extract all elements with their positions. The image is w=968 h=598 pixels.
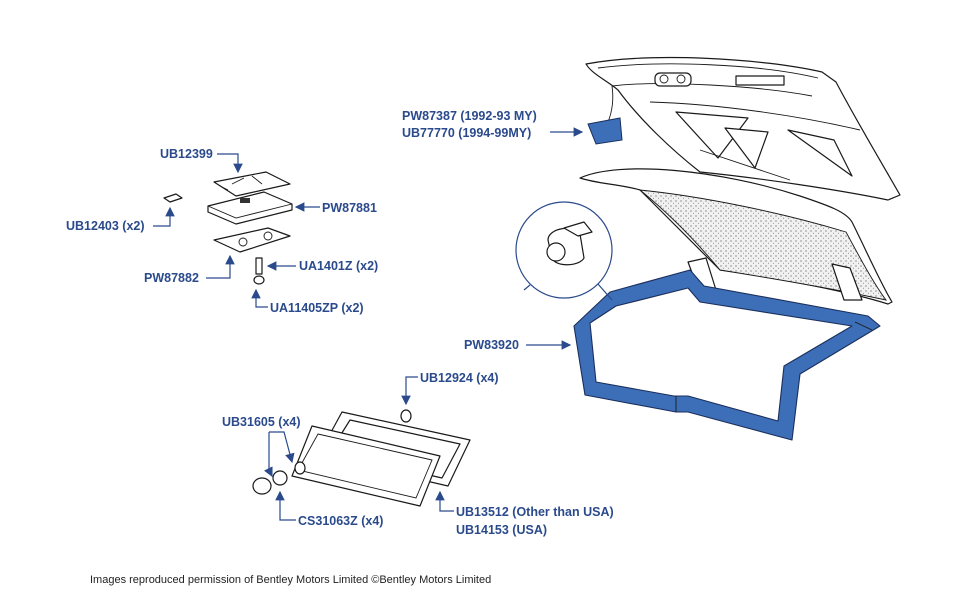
boot-lid-assembly: [579, 56, 901, 305]
washer: [400, 409, 412, 423]
screw-head-b: [272, 470, 288, 486]
label-ub14153: UB14153 (USA): [456, 523, 547, 537]
lamp-lens: [291, 425, 441, 507]
label-ub31605: UB31605 (x4): [222, 415, 301, 429]
stud: [255, 257, 263, 275]
boot-seal: [573, 269, 881, 441]
label-pw83920: PW83920: [464, 338, 519, 352]
label-ub12399: UB12399: [160, 147, 213, 161]
nut: [253, 275, 265, 285]
label-ub77770: UB77770 (1994-99MY): [402, 126, 531, 140]
seal-detail-callout: [515, 201, 613, 301]
label-ub12924: UB12924 (x4): [420, 371, 499, 385]
label-ua11405zp: UA11405ZP (x2): [270, 301, 364, 315]
boot-light-cover: [587, 117, 623, 145]
base-plate: [213, 227, 291, 253]
lid-cutout-right: [787, 129, 853, 177]
screw-head-a: [252, 477, 272, 495]
label-ub13512: UB13512 (Other than USA): [456, 505, 614, 519]
boot-lid-inner-frame: [585, 56, 901, 201]
label-pw87881: PW87881: [322, 201, 377, 215]
label-pw87387: PW87387 (1992-93 MY): [402, 109, 537, 123]
plate-light-parts: [163, 171, 293, 285]
lid-cutout-centre: [724, 127, 769, 169]
label-cs31063z: CS31063Z (x4): [298, 514, 383, 528]
number-plate-lamp-parts: [252, 409, 471, 507]
lens-plate: [213, 171, 291, 197]
label-ub12403: UB12403 (x2): [66, 219, 145, 233]
label-pw87882: PW87882: [144, 271, 199, 285]
leader-lines: [153, 127, 584, 521]
copyright-credit: Images reproduced permission of Bentley …: [90, 574, 491, 586]
washer-small: [294, 461, 306, 475]
small-clip: [163, 193, 183, 203]
label-ua1401z: UA1401Z (x2): [299, 259, 378, 273]
rubber-pad: [207, 191, 293, 225]
